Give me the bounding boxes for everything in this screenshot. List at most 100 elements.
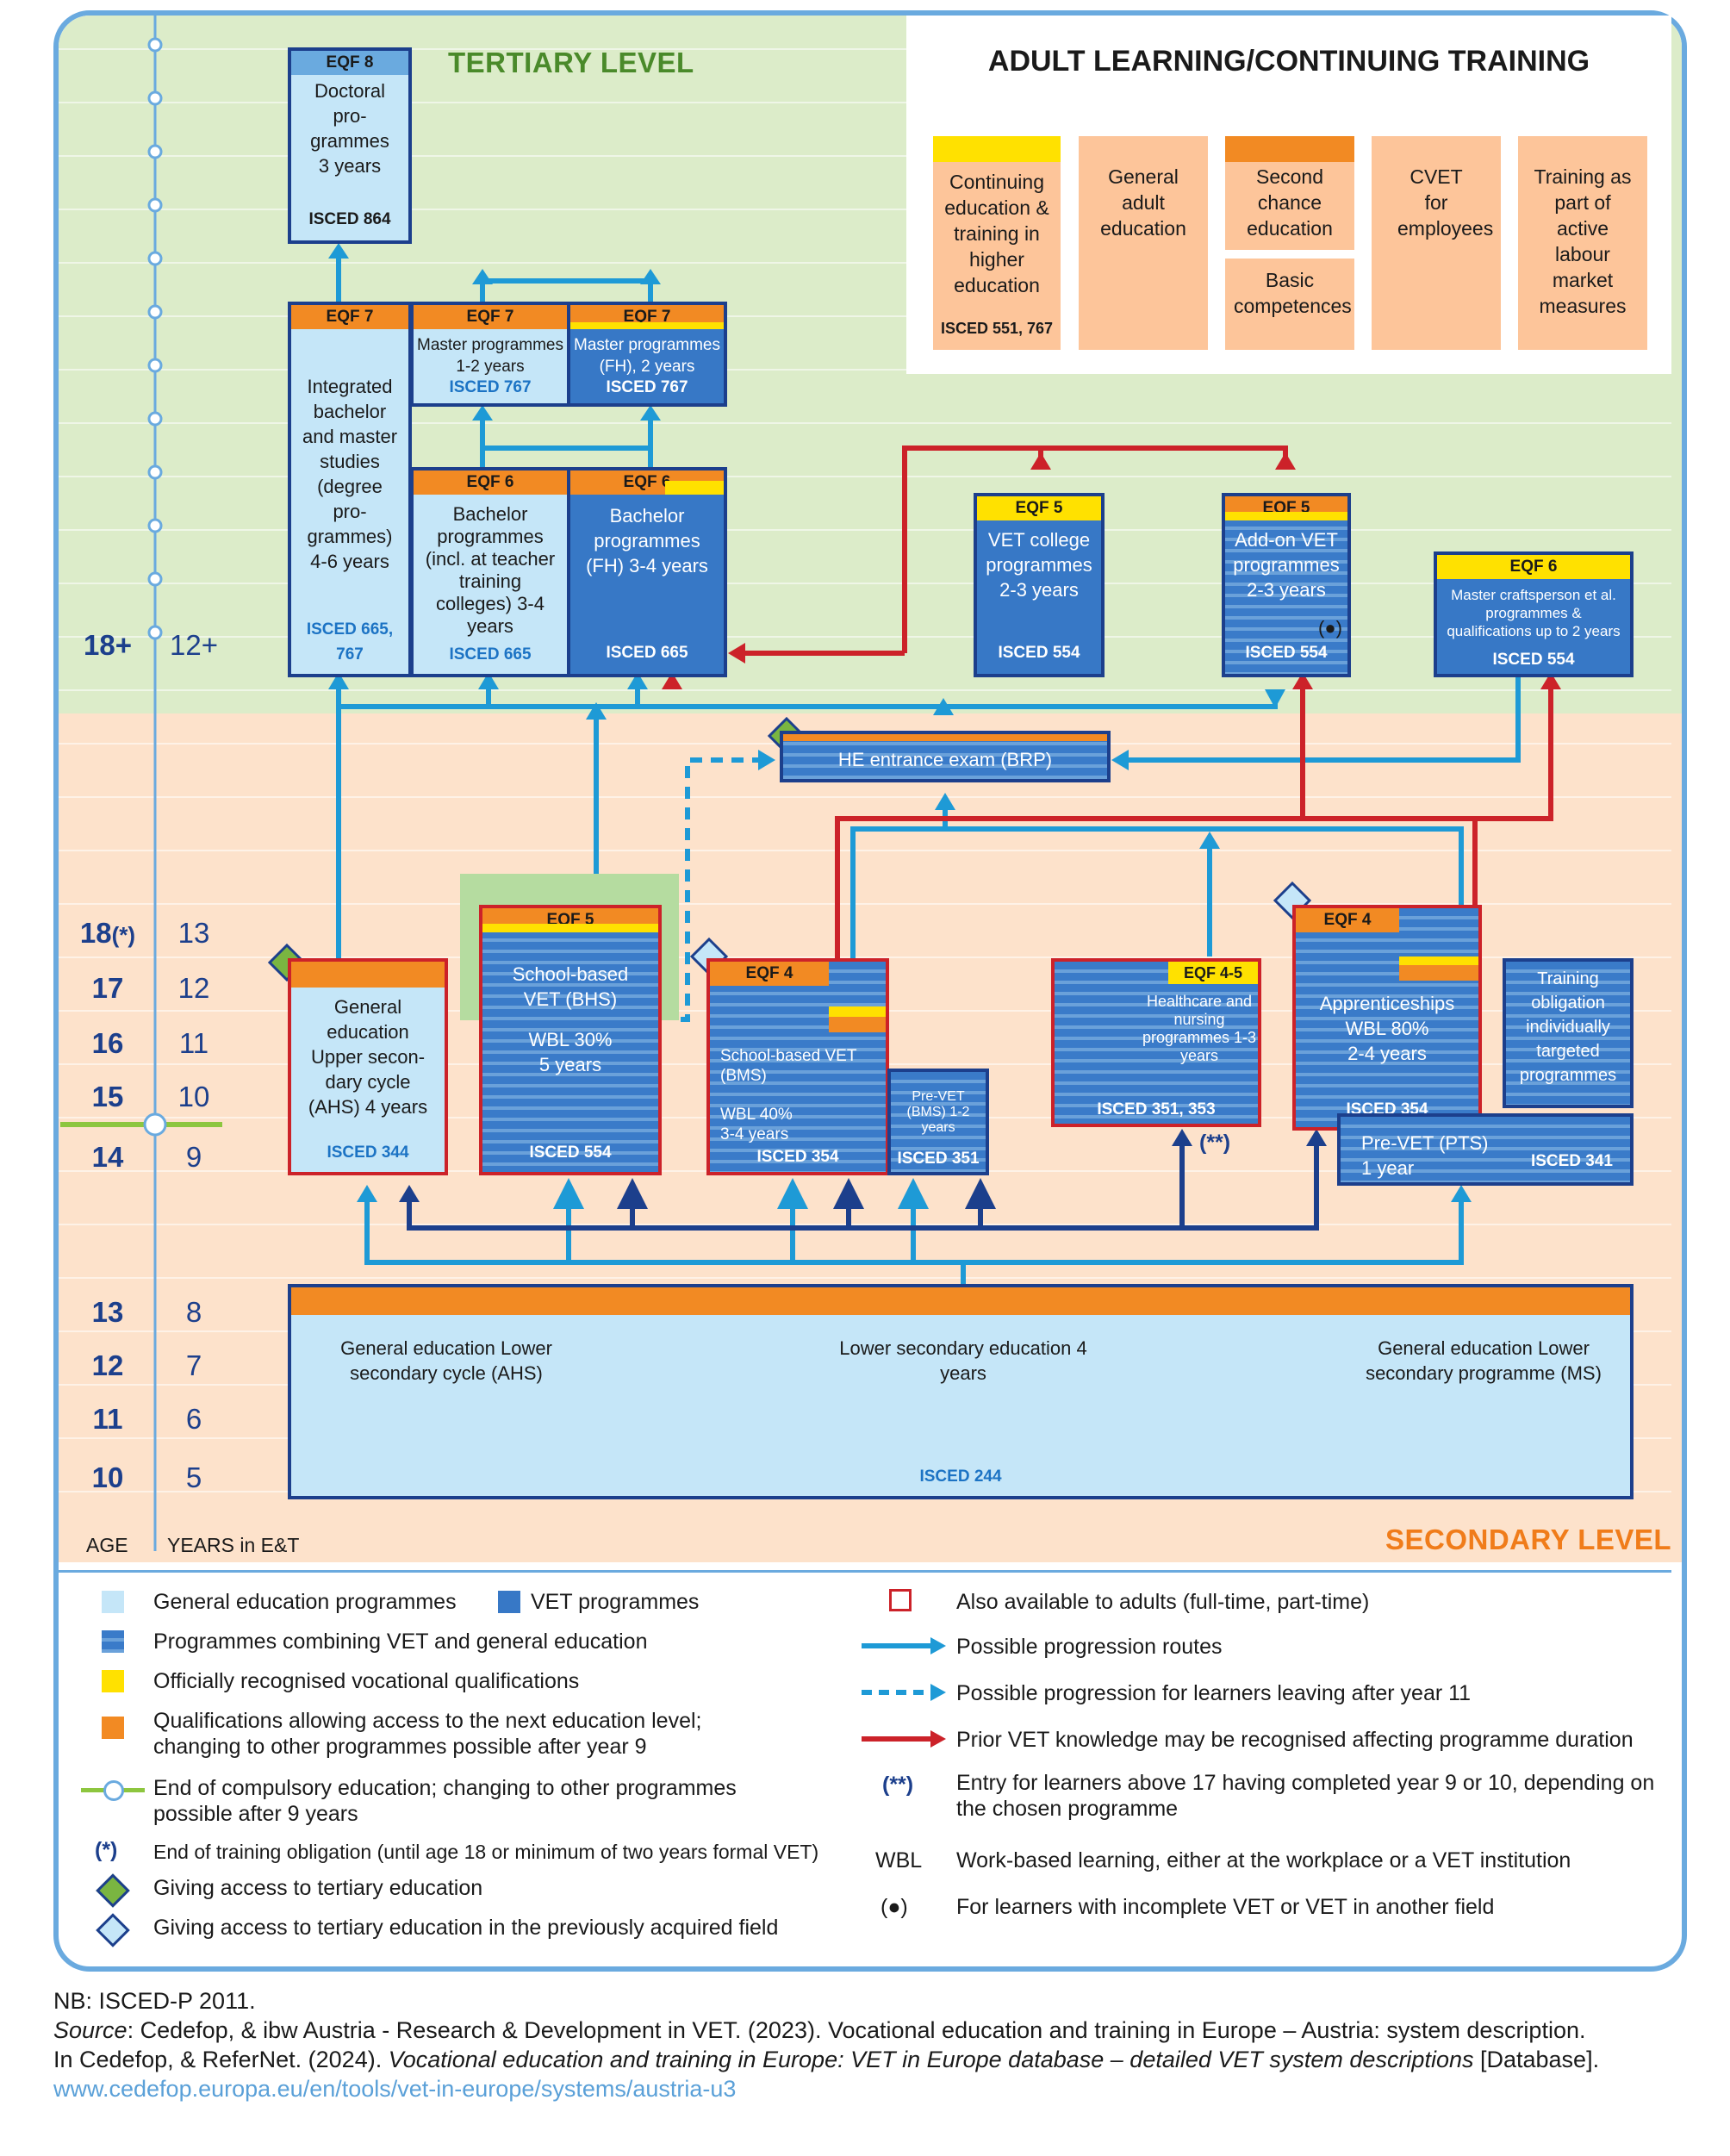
combined-swatch	[102, 1630, 124, 1653]
lower-sec-main: Lower secondary education 4 years	[839, 1337, 1087, 1384]
programme-label: Training obligation individually targete…	[1519, 969, 1617, 1085]
years-5: 5	[185, 1461, 202, 1493]
isced-code: ISCED 244	[919, 1467, 1002, 1486]
eqf-badge: EQF 7	[570, 305, 724, 329]
age-18: 18(*)	[79, 917, 136, 949]
tertiary-level-label: TERTIARY LEVEL	[448, 47, 694, 78]
programme-label: Master craftsperson et al. programmes & …	[1447, 587, 1621, 639]
isced-code: ISCED 665	[449, 645, 532, 664]
programme-years: 1 year	[1361, 1157, 1415, 1179]
eqf-badge: EQF 6	[570, 470, 724, 495]
years-12plus: 12+	[170, 629, 218, 661]
eqf-badge: EQF 6	[414, 470, 567, 495]
prevet-bms: Pre-VET (BMS) 1-2 years ISCED 351	[887, 1069, 989, 1175]
isced-code: ISCED 864	[308, 210, 391, 228]
doctoral-programmes: EQF 8 Doctoral pro-grammes 3 years ISCED…	[288, 47, 412, 244]
isced-code: ISCED 344	[327, 1143, 409, 1162]
eqf-badge: EQF 4	[1296, 908, 1399, 932]
secondary-level-label: SECONDARY LEVEL	[1385, 1524, 1672, 1555]
programme-years: 2-4 years	[1347, 1043, 1427, 1064]
programme-label: Add-on VET programmes 2-3 years	[1233, 529, 1340, 601]
legend-vocational-qual: Officially recognised vocational qualifi…	[153, 1669, 580, 1693]
general-education-swatch	[102, 1591, 124, 1613]
adult-box-second-chance: Second chance education	[1225, 136, 1354, 250]
compulsory-circle-icon	[103, 1780, 124, 1801]
wbl-mark: WBL	[875, 1848, 923, 1872]
vet-swatch	[498, 1591, 520, 1613]
years-12: 12	[177, 972, 210, 1004]
wbl-share: WBL 80%	[1345, 1018, 1429, 1039]
legend-incomplete-vet: For learners with incomplete VET or VET …	[956, 1895, 1495, 1919]
age-17: 17	[91, 972, 124, 1004]
training-obligation-mark: (*)	[95, 1838, 118, 1862]
legend-prior-vet: Prior VET knowledge may be recognised af…	[956, 1728, 1634, 1752]
bachelor-fh-programmes: EQF 6 Bachelor programmes (FH) 3-4 years…	[567, 467, 727, 677]
prevet-pts: Pre-VET (PTS) 1 year ISCED 341	[1337, 1113, 1634, 1186]
adult-box-label: Second chance education	[1247, 165, 1333, 240]
age-11: 11	[92, 1403, 123, 1435]
age-18plus: 18+	[84, 629, 132, 661]
adult-box-label: CVET for employees	[1397, 165, 1494, 240]
adult-box-label: General adult education	[1100, 165, 1186, 240]
master-fh-programmes: EQF 7 Master programmes (FH), 2 years IS…	[567, 302, 727, 407]
programme-label: School-based VET (BHS)	[512, 963, 629, 1010]
legend-general: General education programmes	[153, 1590, 457, 1614]
training-obligation-programmes: Training obligation individually targete…	[1503, 958, 1634, 1108]
isced-code: ISCED 354	[756, 1148, 839, 1166]
incomplete-vet-mark: (●)	[1318, 617, 1342, 639]
age-10: 10	[91, 1461, 124, 1493]
legend-entry: Entry for learners above 17 having compl…	[956, 1771, 1655, 1821]
programme-label: Bachelor programmes (FH) 3-4 years	[586, 505, 708, 576]
legend-arrow-icons	[862, 1637, 946, 1748]
programme-label: Apprenticeships	[1319, 993, 1455, 1014]
legend-vet: VET programmes	[531, 1590, 700, 1614]
legend-training-obligation: End of training obligation (until age 18…	[153, 1841, 819, 1863]
years-10: 10	[177, 1081, 210, 1112]
programme-label: Doctoral pro-grammes 3 years	[310, 80, 389, 177]
years-8: 8	[185, 1296, 202, 1328]
bachelor-programmes: EQF 6 Bachelor programmes (incl. at teac…	[410, 467, 570, 677]
adult-box-label: Training as part of active labour market…	[1534, 165, 1632, 317]
adult-box-basic: Basic competences	[1225, 259, 1354, 350]
programme-label: Bachelor programmes (incl. at teacher tr…	[425, 503, 556, 637]
isced-code: ISCED 554	[1245, 644, 1328, 662]
bms-school-based-vet: EQF 4 School-based VET (BMS) WBL 40% 3-4…	[706, 958, 889, 1175]
eqf-badge: EQF 5	[482, 908, 658, 932]
dot-mark: (●)	[881, 1895, 908, 1919]
lower-secondary: General education Lower secondary cycle …	[288, 1284, 1634, 1499]
eqf-badge: EQF 4	[710, 962, 829, 986]
wbl-share: WBL 40%	[720, 1106, 793, 1124]
entry-note-mark: (**)	[1199, 1131, 1231, 1155]
apprenticeships: EQF 4 Apprenticeships WBL 80% 2-4 years …	[1292, 905, 1482, 1131]
programme-years: 5 years	[538, 1054, 602, 1075]
wbl-share: WBL 30%	[528, 1029, 613, 1050]
bhs-school-based-vet: EQF 5 School-based VET (BHS) WBL 30% 5 y…	[479, 905, 662, 1175]
programme-years: 1-2 years	[456, 358, 525, 376]
programme-label: Integrated bachelor and master studies (…	[302, 376, 398, 572]
age-14: 14	[91, 1141, 124, 1173]
legend-tertiary-access: Giving access to tertiary education	[153, 1876, 483, 1900]
isced-code: ISCED 351	[897, 1150, 980, 1168]
adults-swatch	[889, 1589, 912, 1611]
programme-label: HE entrance exam (BRP)	[837, 749, 1053, 770]
legend-divider	[59, 1570, 1671, 1573]
programme-label: VET college programmes 2-3 years	[986, 529, 1092, 601]
he-entrance-exam: HE entrance exam (BRP)	[780, 731, 1111, 782]
ahs-upper-secondary: General education Upper secon-dary cycle…	[288, 958, 448, 1175]
legend-progression: Possible progression routes	[956, 1635, 1223, 1659]
legend-adults: Also available to adults (full-time, par…	[956, 1590, 1370, 1614]
lower-sec-ms: General education Lower secondary progra…	[1366, 1337, 1602, 1384]
legend-field-access: Giving access to tertiary education in t…	[153, 1916, 779, 1940]
programme-label: School-based VET (BMS)	[720, 1047, 857, 1085]
access-qual-swatch	[102, 1717, 124, 1739]
programme-label: Master programmes	[574, 336, 720, 354]
master-craftsperson: EQF 6 Master craftsperson et al. program…	[1434, 551, 1634, 677]
isced-code: ISCED 554	[998, 644, 1080, 662]
legend-progression-dashed: Possible progression for learners leavin…	[956, 1681, 1472, 1705]
adult-box-labour: Training as part of active labour market…	[1518, 136, 1647, 350]
programme-years: (FH), 2 years	[599, 358, 695, 376]
years-7: 7	[185, 1349, 202, 1381]
isced-code: ISCED 554	[529, 1143, 612, 1162]
source-link[interactable]: www.cedefop.europa.eu/en/tools/vet-in-eu…	[53, 2076, 737, 2102]
eqf-badge: EQF 5	[1225, 496, 1347, 520]
